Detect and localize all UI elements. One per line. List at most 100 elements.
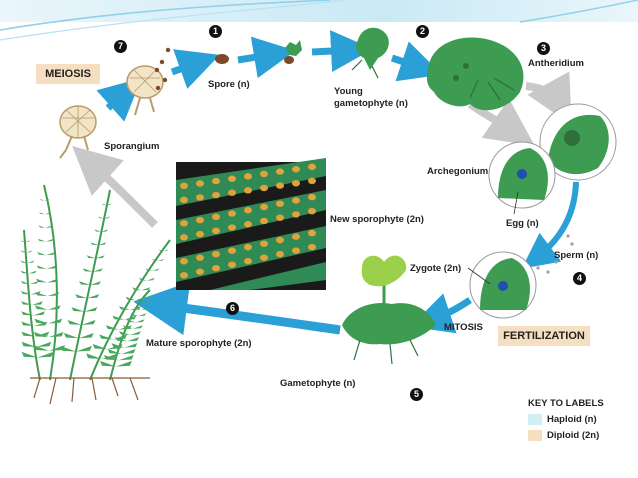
arrow-gray-mature-to-sporangium xyxy=(72,145,158,228)
arrow-sporangium-to-spores xyxy=(96,78,142,122)
sorus xyxy=(292,180,300,187)
sorus xyxy=(260,170,268,178)
fern-leaflet xyxy=(47,278,58,283)
fern-leaflet xyxy=(122,325,133,329)
archegonium-illustration xyxy=(488,141,556,209)
legend-item-haploid: Haploid (n) xyxy=(528,414,604,425)
fern-leaflet xyxy=(48,331,64,338)
sorus xyxy=(212,251,220,258)
fern-leaflet xyxy=(78,332,94,339)
arrow-gray-antheridium xyxy=(525,71,572,125)
sorus xyxy=(292,247,300,254)
fern-leaflet xyxy=(29,280,39,284)
sorus xyxy=(228,175,236,182)
mature-gametophyte-illustration xyxy=(426,37,524,111)
diploid-swatch xyxy=(528,430,542,441)
sori-dots xyxy=(180,163,316,279)
fern-leaflet xyxy=(67,320,82,325)
fern-leaflet xyxy=(79,281,90,285)
fern-leaflet xyxy=(33,311,46,316)
sorus xyxy=(276,214,284,221)
fern-leaflet xyxy=(37,252,47,256)
sorus xyxy=(276,236,284,244)
step-number-7: 7 xyxy=(114,40,127,53)
fern-leaflet xyxy=(36,278,47,283)
fern-leaflet xyxy=(99,334,114,340)
arrow-young-to-mature-gametophyte xyxy=(390,41,442,82)
fern-leaflet xyxy=(145,268,153,271)
fern-leaflet xyxy=(92,268,103,272)
zygote-label: Zygote (2n) xyxy=(410,263,462,274)
step-number-2: 2 xyxy=(416,25,429,38)
fern-leaflet xyxy=(118,354,134,361)
fern-leaflet xyxy=(21,341,37,347)
fern-leaflet xyxy=(98,242,107,246)
meiosis-box: MEIOSIS xyxy=(36,64,100,84)
fern-leaflet xyxy=(33,345,50,351)
pointer-zygote xyxy=(467,267,491,285)
fern-leaflet xyxy=(95,255,105,259)
fern-leaflet xyxy=(20,280,30,284)
fern-leaflet xyxy=(44,212,51,215)
young-gametophyte-2-illustration xyxy=(351,27,389,79)
sorus xyxy=(228,247,236,254)
fern-leaflet xyxy=(141,295,147,298)
pointer-egg xyxy=(513,191,519,215)
fern-leaflet xyxy=(86,353,102,359)
new-sporophyte-illustration xyxy=(342,255,436,365)
sorus xyxy=(308,229,316,237)
fern-leaflet xyxy=(39,198,45,201)
fern-leaflet xyxy=(132,287,142,291)
fern-leaflet xyxy=(130,331,141,335)
sorus xyxy=(260,254,268,261)
sorus xyxy=(308,193,316,201)
fern-leaflet xyxy=(135,319,145,323)
fern-leaflet xyxy=(132,325,143,329)
sorus xyxy=(180,258,188,265)
sorus xyxy=(228,261,236,268)
sorus xyxy=(244,207,252,214)
sorus xyxy=(308,163,316,171)
fern-leaflet xyxy=(106,203,112,206)
fern-leaflet xyxy=(63,332,79,339)
sorus xyxy=(276,168,284,175)
step-number-1: 1 xyxy=(209,25,222,38)
fern-leaflet xyxy=(20,290,31,295)
sorus xyxy=(180,196,188,204)
fern-leaflet xyxy=(146,277,155,281)
arrow-new-to-mature xyxy=(133,281,341,336)
legend: KEY TO LABELS Haploid (n) Diploid (2n) xyxy=(528,398,604,446)
haploid-swatch xyxy=(528,414,542,425)
fern-leaflet xyxy=(119,331,130,335)
decorative-wave xyxy=(0,0,638,41)
spore-illustration xyxy=(215,54,229,64)
arrow-young-to-gametophyte xyxy=(311,30,373,73)
fern-leaflet xyxy=(20,260,28,263)
fern-leaflet xyxy=(20,240,26,242)
sorus xyxy=(276,182,284,189)
fern-leaflet xyxy=(115,337,128,342)
fern-leaflet xyxy=(124,315,137,320)
fern-leaflet xyxy=(119,306,130,310)
sorus xyxy=(244,173,252,180)
fern-leaflet xyxy=(104,216,111,219)
sorus xyxy=(292,211,300,218)
arrow-sperm-swim xyxy=(521,181,579,269)
arrow-spore-release xyxy=(170,49,220,89)
fern-leaflet xyxy=(44,198,50,201)
fern-leaflet xyxy=(101,229,109,232)
fern-leaflet xyxy=(127,337,140,342)
top-banner xyxy=(0,0,638,22)
fern-leaflet xyxy=(116,360,132,367)
fern-leaflet xyxy=(94,229,102,232)
fern-leaflet xyxy=(75,294,88,299)
sorus xyxy=(276,200,284,207)
fertilization-box: FERTILIZATION xyxy=(498,326,590,346)
fern-leaflet xyxy=(158,258,165,261)
fern-leaflet xyxy=(144,301,151,304)
fern-leaflet xyxy=(46,252,56,256)
fern-leaflet xyxy=(152,268,160,271)
fern-leaflet xyxy=(37,351,54,358)
sorus xyxy=(180,220,188,227)
